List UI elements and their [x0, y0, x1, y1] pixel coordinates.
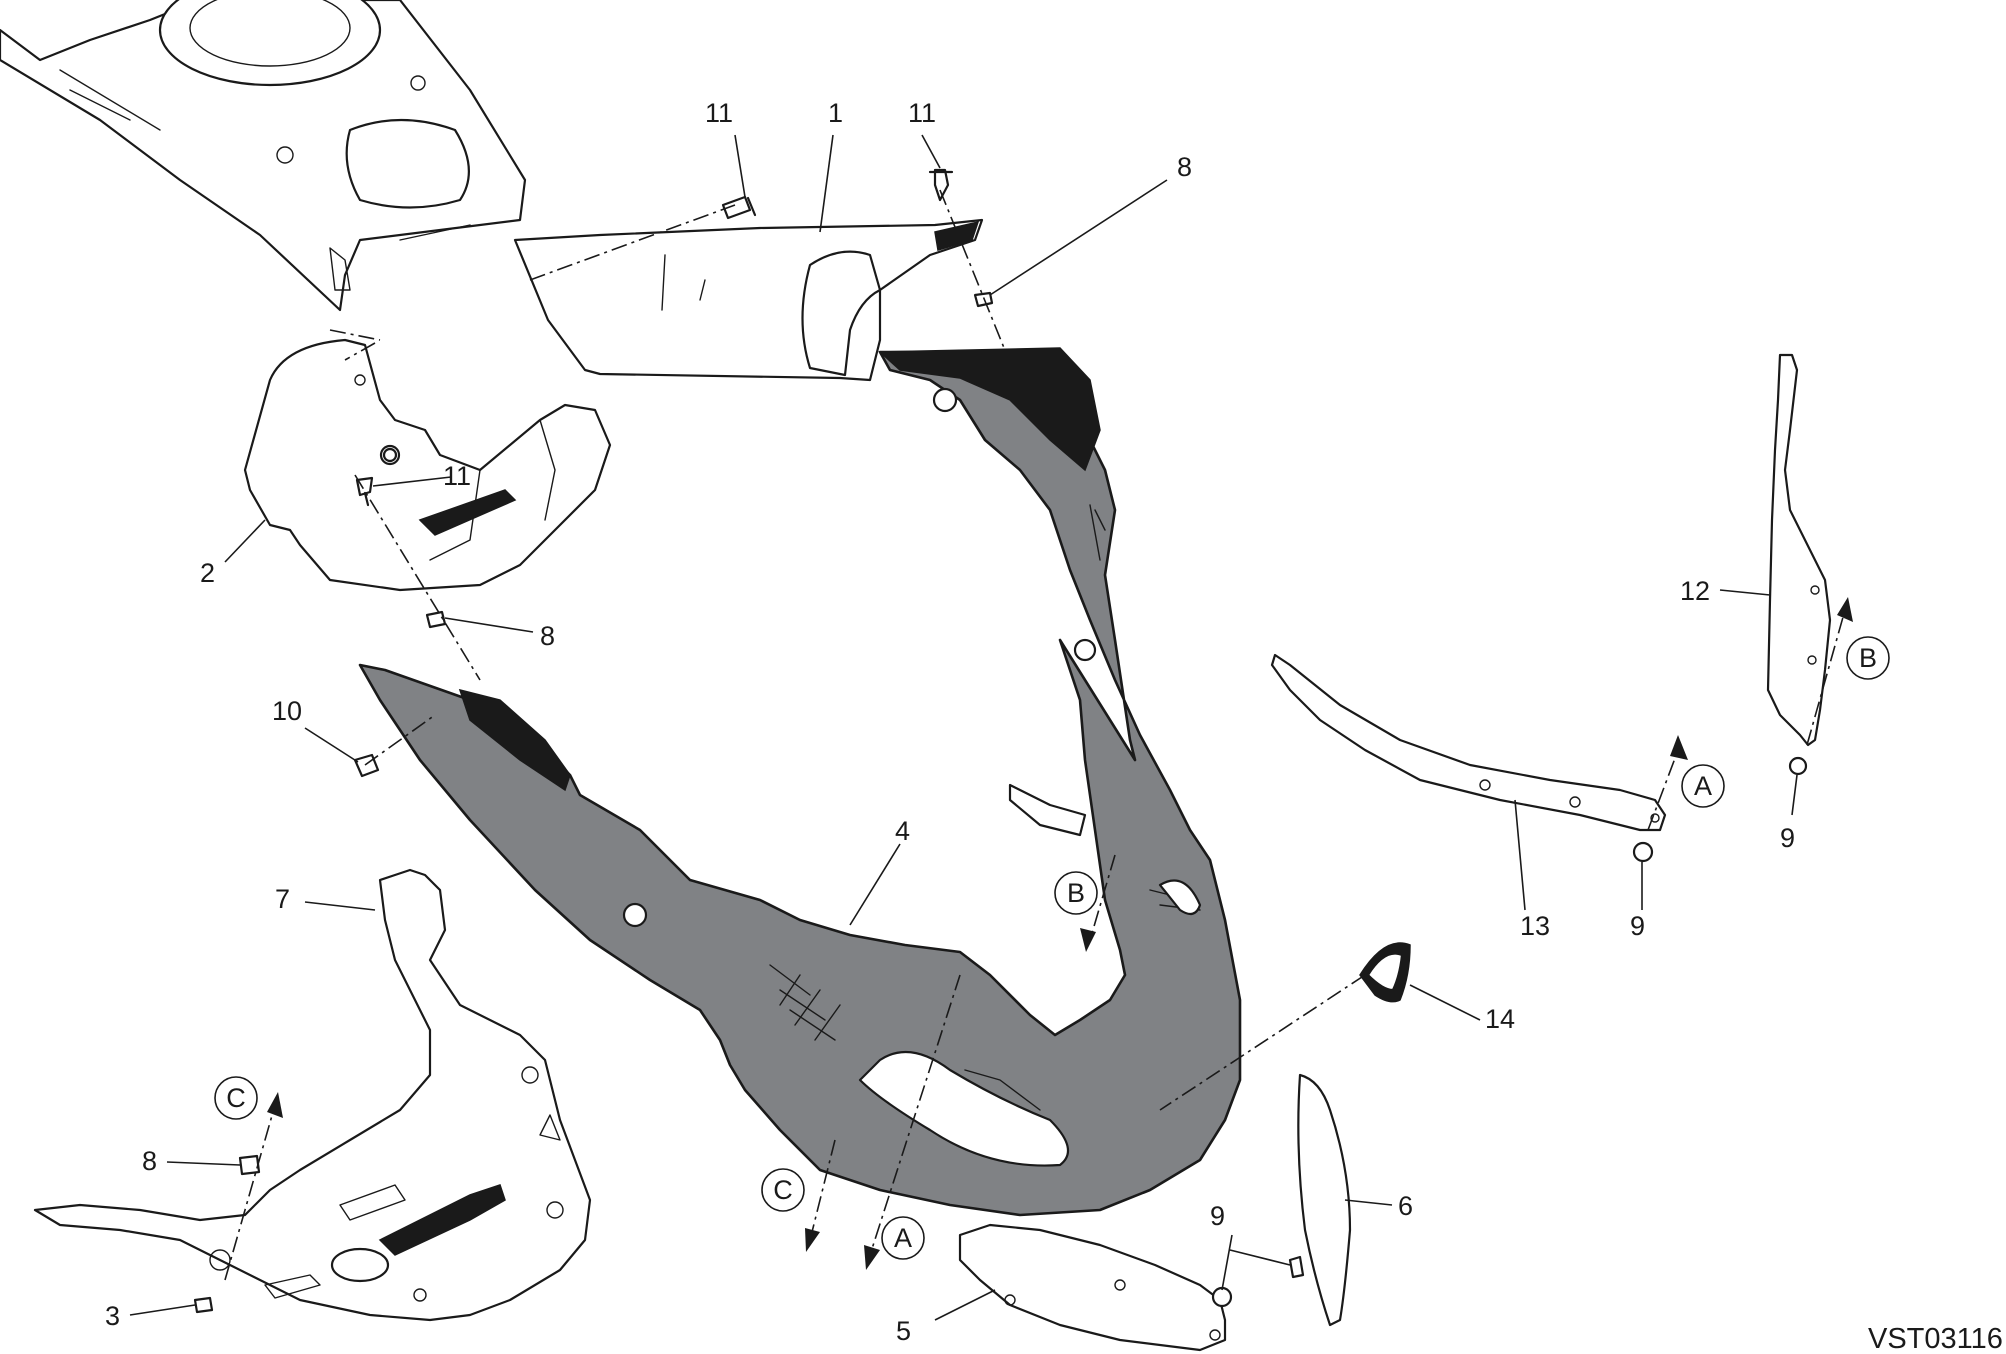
reference-code: VST03116 [1868, 1323, 2003, 1354]
label-9-right: 9 [1780, 823, 1795, 853]
label-9-bottom: 9 [1210, 1201, 1225, 1231]
callout-b-right: B [1859, 643, 1877, 673]
part-13-strip [1270, 653, 1667, 832]
label-7: 7 [275, 884, 290, 914]
part-labels: 11 1 11 8 11 2 8 10 4 7 8 3 5 6 9 12 13 … [105, 98, 1795, 1346]
leader-lines [129, 134, 1798, 1321]
label-9-mid: 9 [1630, 911, 1645, 941]
callout-a-right: A [1694, 771, 1712, 801]
label-14: 14 [1485, 1004, 1515, 1034]
callouts: A A B B C C [214, 636, 1890, 1260]
part-1-side-panel [513, 218, 984, 382]
part-14-logo-decal [1359, 942, 1411, 1003]
part-12-strip [1766, 353, 1832, 747]
callout-b-center: B [1067, 878, 1085, 908]
label-12: 12 [1680, 576, 1710, 606]
upper-frame-cover [0, 0, 527, 312]
label-13: 13 [1520, 911, 1550, 941]
label-8-mid: 8 [540, 621, 555, 651]
label-8-top: 8 [1177, 152, 1192, 182]
label-1: 1 [828, 98, 843, 128]
callout-a-bottom: A [894, 1223, 912, 1253]
label-2: 2 [200, 558, 215, 588]
assembly-lines [224, 189, 1853, 1281]
label-11-top-left: 11 [705, 98, 733, 128]
label-11-left: 11 [443, 461, 471, 491]
part-7-belly-pan [33, 868, 592, 1322]
label-5: 5 [896, 1316, 911, 1346]
label-8-bottom: 8 [142, 1146, 157, 1176]
label-3: 3 [105, 1301, 120, 1331]
label-10: 10 [272, 696, 302, 726]
part-2-side-piece [243, 338, 612, 592]
callout-c-bottom: C [773, 1175, 793, 1205]
label-4: 4 [895, 816, 910, 846]
callout-c-left: C [226, 1083, 246, 1113]
part-4-main-fairing [358, 347, 1242, 1217]
label-6: 6 [1398, 1191, 1413, 1221]
part-6-side-strip [1297, 1073, 1352, 1327]
label-11-top-right: 11 [908, 98, 936, 128]
part-5-lower-bracket [958, 1223, 1227, 1352]
